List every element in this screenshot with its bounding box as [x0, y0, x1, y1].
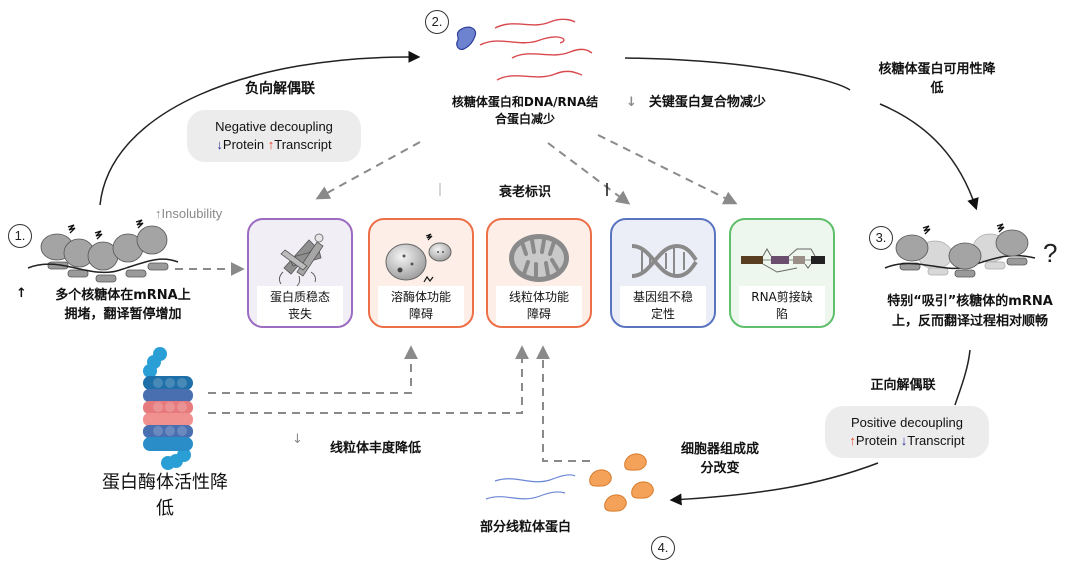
dna-helix-icon: [612, 228, 714, 286]
hallmark-caption-line1: 线粒体功能: [508, 290, 569, 304]
organelle-composition-line2: 分改变: [700, 461, 740, 476]
hallmark-caption: 溶酶体功能 障碍: [378, 286, 464, 326]
transcript-icons-red: [479, 18, 593, 81]
lysosome-icon: [370, 228, 472, 286]
partial-mito-proteins-label: 部分线粒体蛋白: [480, 520, 572, 535]
positive-decoupling-pill: Positive decoupling ↑Protein ↓Transcript: [825, 406, 989, 458]
transcript-text: Transcript: [274, 137, 332, 152]
hallmark-caption: 基因组不稳 定性: [620, 286, 706, 326]
protein-down-arrow-icon: ↓: [216, 137, 223, 152]
positive-decoupling-pill-title: Positive decoupling: [850, 415, 964, 430]
positive-decoupling-title: 正向解偶联: [870, 378, 936, 393]
negative-decoupling-pill-title: Negative decoupling: [215, 119, 333, 134]
negative-decoupling-indicators: ↓Protein ↑Transcript: [199, 136, 349, 154]
hallmark-caption-line1: 溶酶体功能: [390, 290, 451, 304]
hallmark-caption-line2: 陷: [775, 307, 788, 321]
proteasome-activity-label: 蛋白酶体活性降 低: [80, 470, 250, 522]
hallmark-card-proteostasis: 蛋白质稳态 丧失: [247, 218, 353, 328]
ribosomal-protein-reduction-label: 核糖体蛋白和DNA/RNA结 合蛋白减少: [430, 94, 620, 128]
mito-protein-icons-orange: [589, 453, 654, 512]
proteasome-icon: [143, 347, 193, 470]
arrow-step2-to-step3: [624, 57, 851, 91]
step3-description-line2: 上，反而翻译过程相对顺畅: [891, 314, 1048, 329]
ribosome-collision-label: 多个核糖体在mRNA上 拥堵，翻译暂停增加: [38, 286, 208, 324]
ribosomal-protein-availability-label: 核糖体蛋白可用性降 低: [862, 60, 1012, 98]
hallmark-card-genome: 基因组不稳 定性: [610, 218, 716, 328]
arrow-step2-to-step3-b: [879, 103, 979, 211]
ribosomal-availability-line1: 核糖体蛋白可用性降: [878, 62, 996, 77]
arrow-positive-to-step4: [669, 462, 879, 506]
organelle-composition-line1: 细胞器组成成: [680, 442, 759, 457]
positive-decoupling-indicators: ↑Protein ↓Transcript: [837, 432, 977, 450]
transcript-icons-blue: [485, 474, 576, 500]
protein-aggregate-icon: [249, 228, 351, 287]
key-complex-label: ↓ 关键蛋白复合物减少: [626, 91, 766, 110]
organelle-composition-label: 细胞器组成成 分改变: [670, 440, 770, 478]
hallmarks-title: 衰老标识: [498, 185, 551, 200]
ribosomal-protein-reduction-line2: 合蛋白减少: [494, 112, 555, 126]
negative-decoupling-pill: Negative decoupling ↓Protein ↑Transcript: [187, 110, 361, 162]
hallmark-card-mitochondria: 线粒体功能 障碍: [486, 218, 592, 328]
transcript-down-arrow-icon: ↓: [900, 433, 908, 448]
mito-abundance-label: 线粒体丰度降低: [330, 441, 422, 456]
key-complex-text: 关键蛋白复合物减少: [648, 95, 766, 110]
dashed-arrow-to-rna-card: [597, 134, 738, 205]
ribosomal-availability-line2: 低: [930, 81, 944, 96]
question-mark: ?: [1043, 238, 1058, 268]
dashed-arrow-proteasome-to-mito: [208, 345, 529, 414]
transcript-up-arrow-icon: ↑: [267, 137, 275, 152]
ribosomal-protein-reduction-line1: 核糖体蛋白和DNA/RNA结: [451, 95, 599, 109]
down-arrow-icon: ↓: [626, 95, 637, 110]
ribosomes-on-mrna-step1: [27, 219, 179, 283]
ribosome-collision-line2: 拥堵，翻译暂停增加: [64, 307, 182, 322]
hallmark-caption: 蛋白质稳态 丧失: [257, 286, 343, 326]
step-4-badge: 4.: [651, 536, 675, 560]
arrow-step1-to-step2: [99, 50, 421, 206]
arrow-step3-to-positive: [954, 349, 971, 406]
negative-decoupling-title: 负向解偶联: [245, 81, 315, 97]
ribosomes-on-mrna-step3: [884, 223, 1036, 278]
dashed-arrow-to-genome-card: [547, 142, 631, 205]
ribosome-collision-line1: 多个核糖体在mRNA上: [55, 288, 191, 303]
hallmark-caption-line2: 障碍: [408, 307, 433, 321]
dashed-arrow-mitoproteins-to-mito: [536, 345, 590, 462]
step-1-badge: 1.: [8, 224, 32, 248]
hallmark-card-rna-splicing: RNA剪接缺 陷: [729, 218, 835, 328]
step3-description: 特别“吸引”核糖体的mRNA 上，反而翻译过程相对顺畅: [860, 292, 1080, 332]
hallmark-caption-line2: 丧失: [287, 307, 312, 321]
hallmark-caption-line1: 蛋白质稳态: [269, 290, 330, 304]
protein-text: Protein: [222, 137, 265, 152]
hallmark-caption-line1: RNA剪接缺: [751, 290, 813, 304]
hallmark-caption-line1: 基因组不稳: [632, 290, 693, 304]
insolubility-label: ↑Insolubility: [155, 206, 222, 221]
transcript-text: Transcript: [907, 433, 965, 448]
protein-up-arrow-icon: ↑: [849, 433, 856, 448]
mitochondrion-icon: [488, 228, 590, 286]
hallmark-caption-line2: 定性: [650, 307, 675, 321]
ribosomal-protein-icon: [456, 26, 477, 50]
hallmark-caption: 线粒体功能 障碍: [496, 286, 582, 326]
insolubility-text: Insolubility: [161, 206, 223, 221]
hallmark-card-lysosome: 溶酶体功能 障碍: [368, 218, 474, 328]
proteasome-activity-line1: 蛋白酶体活性降: [102, 472, 228, 493]
dashed-arrow-proteasome-to-lysosome: [208, 345, 418, 394]
hallmark-caption-line2: 障碍: [526, 307, 551, 321]
step1-arrow-icon: ↑: [16, 286, 27, 301]
rna-splicing-icon: [731, 228, 833, 286]
step-2-badge: 2.: [425, 10, 449, 34]
step3-description-line1: 特别“吸引”核糖体的mRNA: [887, 294, 1053, 309]
dashed-arrow-to-protein-card: [315, 141, 421, 200]
proteasome-activity-line2: 低: [156, 498, 174, 519]
protein-text: Protein: [855, 433, 898, 448]
mito-abundance-down-arrow-icon: ↓: [292, 432, 303, 447]
insolubility-up-arrow-icon: ↑: [155, 206, 162, 221]
step-3-badge: 3.: [869, 226, 893, 250]
hallmark-caption: RNA剪接缺 陷: [739, 286, 825, 326]
